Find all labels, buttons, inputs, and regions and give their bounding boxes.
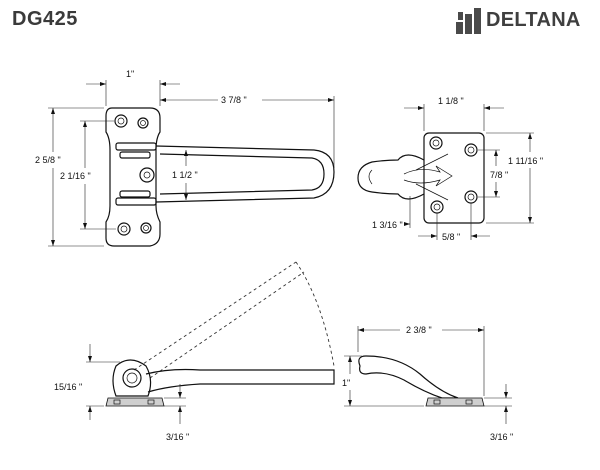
strike-side-view: 2 3/8 " 1" 3/16 "	[342, 325, 513, 442]
front-screw-hole-bottom-left	[117, 222, 131, 236]
dim-strike-hole-horizontal: 5/8 "	[442, 232, 460, 242]
dim-strike-side-base-thickness: 3/16 "	[490, 432, 513, 442]
strike-hole-top-right	[464, 143, 478, 157]
front-screw-hole-bottom-right	[140, 222, 152, 234]
front-hinge-knuckle-bottom	[115, 197, 157, 206]
brand-name: DELTANA	[486, 9, 581, 31]
front-security-arm-outer	[155, 145, 335, 203]
dim-strike-side-height: 1"	[342, 378, 350, 388]
model-number: DG425	[12, 8, 78, 30]
dim-side-arm-height: 15/16 "	[54, 382, 82, 392]
side-view: 15/16 " 3/16 "	[54, 261, 335, 442]
front-security-arm-inner	[159, 153, 325, 195]
swing-path-arc	[295, 261, 335, 367]
side-security-arm	[145, 368, 335, 393]
dim-side-base-thickness: 3/16 "	[166, 432, 189, 442]
side-hinge-knuckle	[112, 359, 152, 397]
front-hinge-knuckle-top	[115, 142, 157, 151]
strike-knob	[357, 154, 425, 200]
front-view: 1" 3 7/8 " 2 5/8 " 2 1/16 "	[35, 69, 335, 247]
strike-side-body	[358, 355, 459, 399]
strike-plate	[423, 132, 485, 224]
swing-path-line-upper	[133, 261, 297, 371]
side-pivot-outer	[122, 368, 142, 388]
dim-overall-length: 3 7/8 "	[221, 95, 247, 105]
front-screw-hole-top-right	[137, 117, 149, 129]
strike-hole-top-left	[429, 136, 443, 150]
strike-hole-bottom-right	[464, 190, 478, 204]
dim-strike-width: 1 1/8 "	[438, 96, 464, 106]
front-mounting-plate	[105, 107, 161, 247]
dim-arm-opening: 1 1/2 "	[172, 170, 198, 180]
dim-top-width: 1"	[126, 69, 134, 79]
dim-strike-height: 1 11/16 "	[508, 156, 543, 166]
dim-overall-height: 2 5/8 "	[35, 155, 61, 165]
strike-arrow-emblem	[403, 165, 453, 187]
dim-strike-side-length: 2 3/8 "	[406, 325, 432, 335]
strike-view: 1 1/8 " 1 11/16 " 7/8 " 1 3/16 "	[357, 96, 543, 242]
strike-side-base-plate	[425, 397, 485, 407]
dim-strike-knob-offset: 1 3/16 "	[372, 220, 403, 230]
front-screw-hole-top-left	[114, 114, 128, 128]
strike-hole-bottom-left	[430, 200, 444, 214]
front-pivot-screw	[139, 167, 155, 183]
dim-hole-spacing: 2 1/16 "	[60, 171, 91, 181]
swing-path-line-lower	[149, 271, 305, 379]
deltana-logo-icon	[456, 8, 481, 34]
side-base-plate	[105, 397, 165, 407]
dim-strike-hole-vertical: 7/8 "	[490, 170, 508, 180]
